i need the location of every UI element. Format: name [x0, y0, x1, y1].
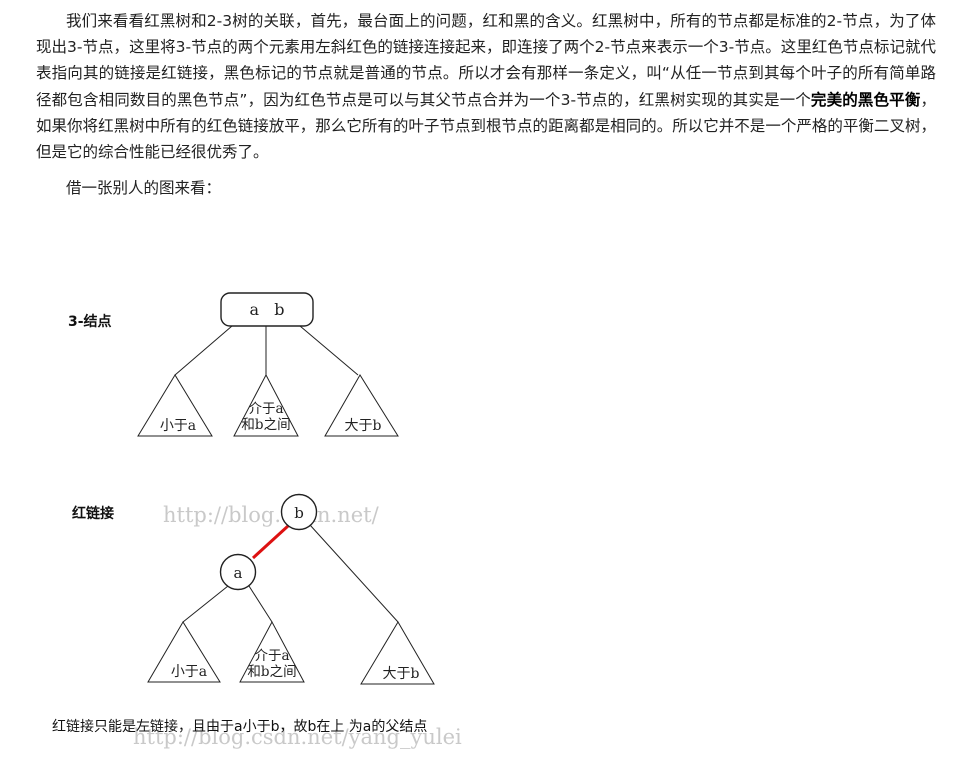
subtree-less-than-a-label: 小于a — [160, 418, 196, 434]
red-subtree-less-than-a-label: 小于a — [171, 664, 207, 680]
paragraph-text: 我们来看看红黑树和2-3树的关联，首先，最台面上的问题，红和黑的含义。红黑树中，… — [36, 12, 936, 109]
three-node-keys: a b — [249, 300, 284, 319]
paragraph-text-end: ，如果你将红黑树中所有的红色链接放平，那么它所有的叶子节点到根节点的距离都是相同… — [36, 90, 936, 162]
node-a — [219, 553, 257, 591]
red-link-caption: 红链接只能是左链接，且由于a小于b，故b在上 为a的父结点 — [52, 718, 427, 735]
node-b-label: b — [294, 504, 304, 522]
three-node-label: 3-结点 — [68, 313, 112, 330]
red-subtree-less-than-a — [147, 621, 221, 683]
red-subtree-between-label-2: 和b之间 — [247, 664, 296, 680]
red-subtree-greater-than-b — [360, 621, 435, 685]
three-node-box — [220, 292, 314, 327]
watermark-text-bottom: http://blog.csdn.net/yang_yulei — [133, 725, 462, 749]
subtree-between-a-b — [233, 373, 299, 437]
a-left-link — [182, 585, 229, 623]
red-subtree-between-a-b — [239, 620, 305, 683]
article-body: 我们来看看红黑树和2-3树的关联，首先，最台面上的问题，红和黑的含义。红黑树中，… — [36, 8, 936, 201]
paragraph-figure-intro: 借一张别人的图来看： — [66, 179, 222, 198]
three-node-right-link — [299, 325, 359, 376]
emphasis-black-balance: 完美的黑色平衡 — [810, 90, 921, 109]
three-node-left-link — [174, 325, 233, 376]
watermark-text: http://blog.csdn.net/ — [163, 503, 380, 527]
subtree-between-label-2: 和b之间 — [241, 417, 290, 433]
subtree-greater-than-b — [324, 374, 399, 437]
a-right-link — [248, 585, 273, 623]
node-b — [280, 493, 318, 531]
red-link-label: 红链接 — [72, 505, 114, 522]
red-subtree-between-label-1: 介于a — [254, 648, 289, 664]
b-right-link — [309, 524, 399, 623]
paragraph-intro: 我们来看看红黑树和2-3树的关联，首先，最台面上的问题，红和黑的含义。红黑树中，… — [36, 8, 936, 165]
subtree-greater-than-b-label: 大于b — [345, 418, 382, 434]
subtree-between-label-1: 介于a — [248, 401, 283, 417]
red-subtree-greater-than-b-label: 大于b — [383, 666, 420, 682]
node-a-label: a — [234, 564, 243, 582]
red-link-line — [251, 524, 290, 560]
subtree-less-than-a — [137, 374, 213, 437]
